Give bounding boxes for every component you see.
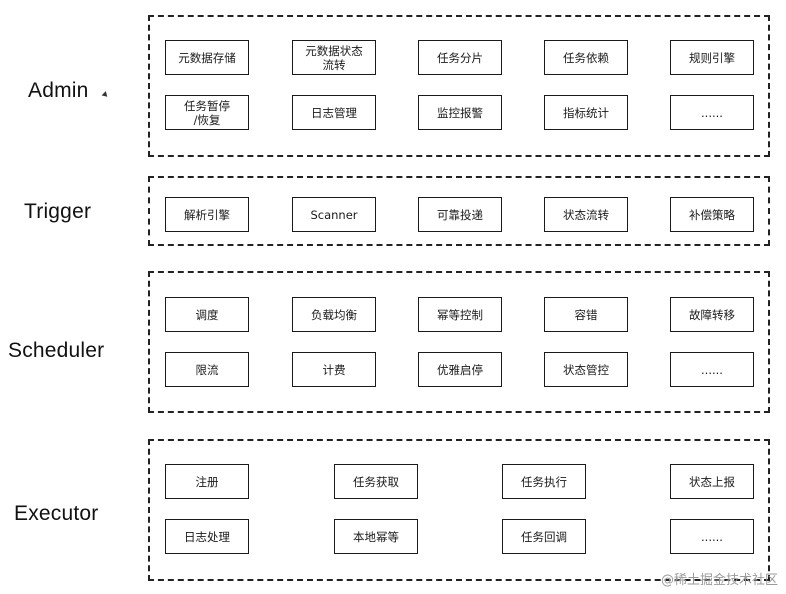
admin-node: ...... [670,95,754,130]
admin-node: 元数据存储 [165,40,249,75]
trigger-node: 补偿策略 [670,197,754,232]
admin-node: 指标统计 [544,95,628,130]
scheduler-node: 故障转移 [670,297,754,332]
executor-layer-box [148,439,770,581]
mouse-cursor-icon [101,91,110,99]
scheduler-node: 调度 [165,297,249,332]
admin-node: 规则引擎 [670,40,754,75]
executor-node: ...... [670,519,754,554]
trigger-node: 解析引擎 [165,197,249,232]
admin-node: 任务依赖 [544,40,628,75]
scheduler-node: 负载均衡 [292,297,376,332]
scheduler-node: 容错 [544,297,628,332]
executor-node: 任务执行 [502,464,586,499]
scheduler-node: 幂等控制 [418,297,502,332]
trigger-layer-box [148,176,770,246]
scheduler-node: 计费 [292,352,376,387]
executor-node: 日志处理 [165,519,249,554]
layer-label-executor: Executor [14,502,99,525]
executor-node: 本地幂等 [334,519,418,554]
admin-layer-box [148,15,770,157]
scheduler-node: 限流 [165,352,249,387]
admin-node: 元数据状态 流转 [292,40,376,75]
layer-label-admin: Admin [28,79,89,102]
admin-node: 任务暂停 /恢复 [165,95,249,130]
executor-node: 注册 [165,464,249,499]
scheduler-node: ...... [670,352,754,387]
watermark-text: @稀土掘金技术社区 [660,573,778,588]
scheduler-layer-box [148,271,770,413]
scheduler-node: 优雅启停 [418,352,502,387]
trigger-node: 可靠投递 [418,197,502,232]
trigger-node: Scanner [292,197,376,232]
layer-label-scheduler: Scheduler [8,339,105,362]
admin-node: 日志管理 [292,95,376,130]
executor-node: 任务回调 [502,519,586,554]
executor-node: 状态上报 [670,464,754,499]
executor-node: 任务获取 [334,464,418,499]
trigger-node: 状态流转 [544,197,628,232]
scheduler-node: 状态管控 [544,352,628,387]
layer-label-trigger: Trigger [24,200,92,223]
admin-node: 监控报警 [418,95,502,130]
admin-node: 任务分片 [418,40,502,75]
